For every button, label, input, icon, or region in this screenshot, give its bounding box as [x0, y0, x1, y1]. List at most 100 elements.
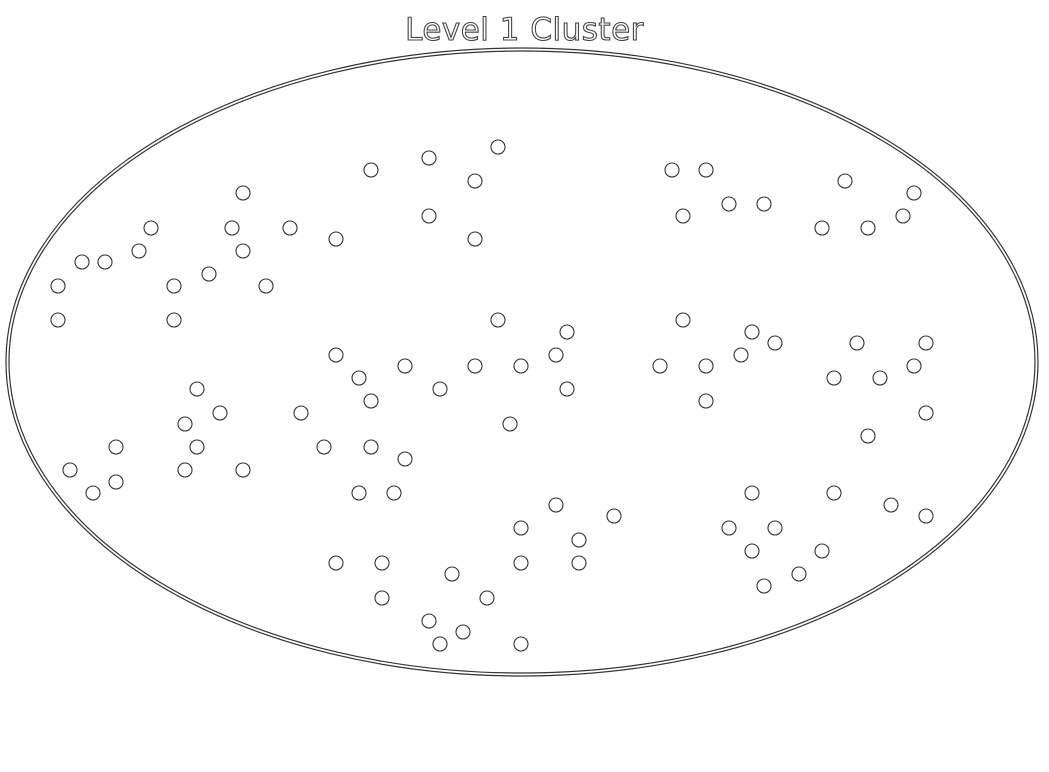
node-28 — [837, 173, 853, 189]
node-79 — [791, 566, 807, 582]
node-56 — [108, 439, 124, 455]
cluster-boundary-inner — [8, 50, 1036, 674]
node-24 — [675, 208, 691, 224]
node-25 — [721, 196, 737, 212]
node-92 — [374, 590, 390, 606]
node-91 — [374, 555, 390, 571]
node-11 — [235, 185, 251, 201]
node-29 — [860, 220, 876, 236]
node-63 — [698, 393, 714, 409]
node-82 — [883, 497, 899, 513]
node-78 — [756, 578, 772, 594]
node-6 — [143, 220, 159, 236]
node-68 — [849, 335, 865, 351]
node-59 — [108, 474, 124, 490]
node-37 — [467, 358, 483, 374]
node-89 — [513, 555, 529, 571]
node-70 — [906, 358, 922, 374]
node-88 — [571, 555, 587, 571]
node-95 — [421, 613, 437, 629]
node-12 — [235, 243, 251, 259]
cluster-nodes — [50, 139, 934, 652]
node-2 — [50, 312, 66, 328]
node-19 — [467, 173, 483, 189]
node-40 — [548, 347, 564, 363]
node-94 — [479, 590, 495, 606]
node-51 — [177, 416, 193, 432]
node-8 — [166, 312, 182, 328]
node-93 — [444, 566, 460, 582]
node-96 — [432, 636, 448, 652]
node-61 — [675, 312, 691, 328]
node-75 — [721, 520, 737, 536]
node-54 — [177, 462, 193, 478]
node-43 — [502, 416, 518, 432]
node-62 — [698, 358, 714, 374]
node-13 — [258, 278, 274, 294]
node-36 — [432, 381, 448, 397]
node-33 — [351, 370, 367, 386]
node-32 — [328, 347, 344, 363]
node-17 — [421, 150, 437, 166]
node-65 — [744, 324, 760, 340]
node-42 — [559, 381, 575, 397]
node-73 — [860, 428, 876, 444]
node-47 — [397, 451, 413, 467]
node-49 — [386, 485, 402, 501]
node-98 — [513, 636, 529, 652]
node-76 — [767, 520, 783, 536]
node-41 — [559, 324, 575, 340]
node-60 — [652, 358, 668, 374]
node-44 — [293, 405, 309, 421]
node-69 — [872, 370, 888, 386]
node-71 — [918, 335, 934, 351]
node-86 — [571, 532, 587, 548]
node-45 — [316, 439, 332, 455]
node-27 — [814, 220, 830, 236]
node-10 — [224, 220, 240, 236]
node-46 — [363, 439, 379, 455]
node-83 — [918, 508, 934, 524]
node-48 — [351, 485, 367, 501]
node-85 — [513, 520, 529, 536]
node-21 — [490, 139, 506, 155]
node-23 — [698, 162, 714, 178]
node-84 — [548, 497, 564, 513]
node-20 — [467, 231, 483, 247]
node-4 — [97, 254, 113, 270]
node-72 — [918, 405, 934, 421]
node-35 — [397, 358, 413, 374]
node-55 — [235, 462, 251, 478]
node-53 — [189, 439, 205, 455]
node-66 — [767, 335, 783, 351]
node-31 — [906, 185, 922, 201]
node-57 — [62, 462, 78, 478]
node-18 — [421, 208, 437, 224]
node-64 — [733, 347, 749, 363]
node-67 — [826, 370, 842, 386]
node-39 — [513, 358, 529, 374]
node-58 — [85, 485, 101, 501]
node-81 — [826, 485, 842, 501]
node-15 — [328, 231, 344, 247]
node-50 — [189, 381, 205, 397]
node-34 — [363, 393, 379, 409]
node-77 — [744, 543, 760, 559]
node-97 — [455, 624, 471, 640]
node-90 — [328, 555, 344, 571]
node-9 — [201, 266, 217, 282]
node-52 — [212, 405, 228, 421]
node-16 — [363, 162, 379, 178]
cluster-boundary — [5, 47, 1039, 677]
node-74 — [744, 485, 760, 501]
node-7 — [166, 278, 182, 294]
node-1 — [50, 278, 66, 294]
node-87 — [606, 508, 622, 524]
node-26 — [756, 196, 772, 212]
node-5 — [131, 243, 147, 259]
node-30 — [895, 208, 911, 224]
node-80 — [814, 543, 830, 559]
node-38 — [490, 312, 506, 328]
node-3 — [74, 254, 90, 270]
